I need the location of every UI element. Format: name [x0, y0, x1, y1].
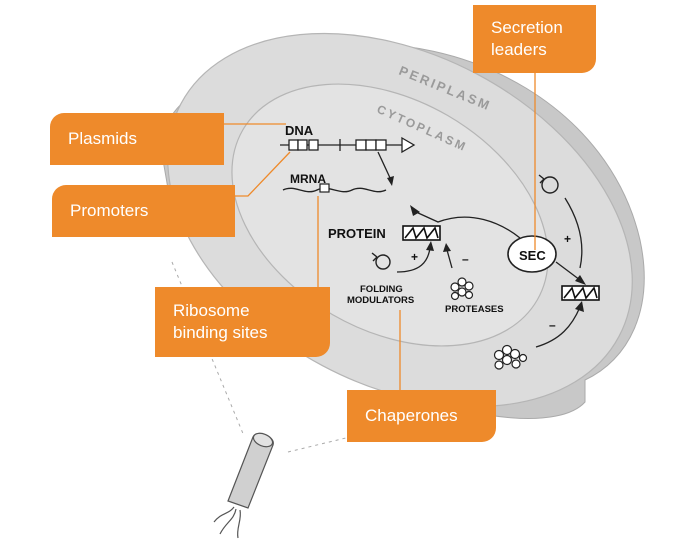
callout-plasmids-text: Plasmids [68, 129, 137, 148]
periplasmic-protein-zigzag-icon [561, 285, 600, 301]
protease-arrow [446, 249, 453, 269]
chaperone-arrow [564, 197, 583, 269]
periplasmic-protease-icon [493, 344, 528, 370]
proteases-label: PROTEASES [445, 304, 504, 315]
protein-label: PROTEIN [328, 226, 386, 241]
dna-construct-icon [280, 136, 416, 154]
folding-modulators-line2: MODULATORS [347, 295, 414, 306]
folding-arrowhead [426, 241, 434, 251]
chaperone-plus-sign: + [564, 232, 571, 246]
periplasmic-protease-arrow [535, 306, 581, 348]
callout-secretion-leaders-text: Secretion leaders [491, 18, 563, 59]
sec-to-periplasm-arrow [555, 261, 581, 281]
periplasmic-protease-arrowhead [575, 301, 584, 312]
callout-ribosome-binding-sites-text: Ribosome binding sites [173, 301, 268, 342]
export-path [415, 211, 521, 239]
callout-secretion-leaders: Secretion leaders [473, 5, 596, 73]
zoom-guide-left [171, 261, 245, 437]
periplasmic-protease-minus-sign: – [549, 318, 556, 332]
protease-arrowhead [443, 243, 451, 252]
transcription-arrow [377, 151, 392, 181]
folding-arrow [396, 247, 431, 273]
dna-label: DNA [285, 123, 314, 138]
bacterium-icon [213, 432, 274, 539]
sec-label: SEC [519, 248, 546, 263]
callout-chaperones-text: Chaperones [365, 406, 458, 425]
callout-ribosome-binding-sites: Ribosome binding sites [155, 287, 330, 357]
protein-zigzag-icon [402, 225, 441, 241]
protease-minus-sign: – [462, 252, 469, 266]
folding-modulator-icon [371, 252, 391, 270]
leader-lines [224, 72, 536, 392]
callout-plasmids: Plasmids [50, 113, 224, 165]
periplasmic-chaperone-icon [538, 174, 559, 194]
sec-translocon [507, 235, 557, 273]
folding-modulators-line1: FOLDING [360, 284, 403, 295]
leader-promoters [235, 151, 291, 197]
mrna-strand-icon [282, 187, 387, 193]
callout-promoters-text: Promoters [70, 201, 149, 220]
protease-icon [450, 277, 474, 301]
export-path-arrowhead [410, 205, 420, 216]
cell-disc [160, 32, 645, 419]
transcription-arrowhead [387, 176, 394, 186]
mrna-label: MRNA [290, 172, 326, 186]
sec-to-periplasm-arrowhead [575, 275, 586, 285]
ribosome-binding-site-box [319, 183, 330, 193]
callout-chaperones: Chaperones [347, 390, 496, 442]
callout-promoters: Promoters [52, 185, 235, 237]
folding-plus-sign: + [411, 250, 418, 264]
